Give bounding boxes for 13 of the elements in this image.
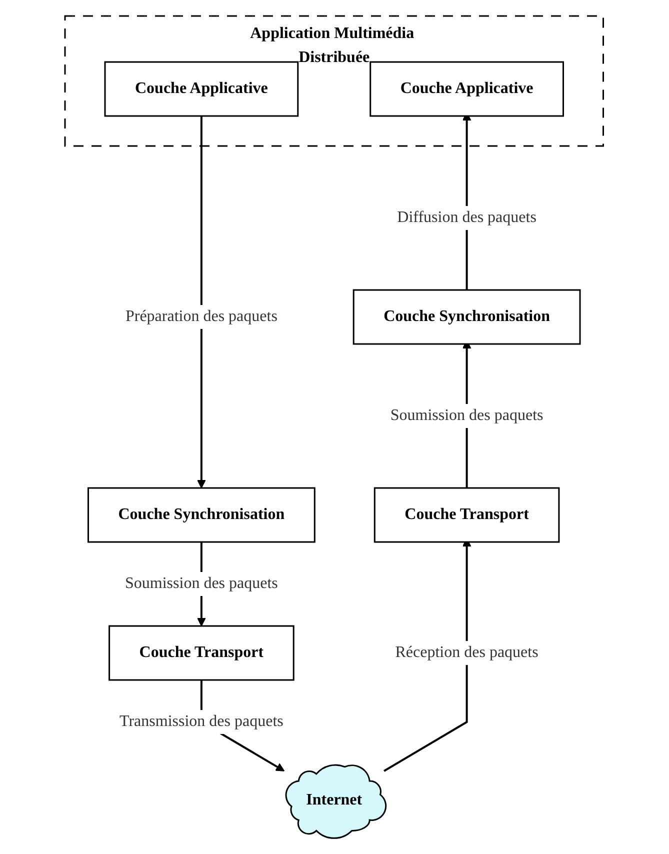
edge-label: Diffusion des paquets [398,208,537,226]
node-box: Couche Applicative [370,61,564,117]
node-box: Couche Synchronisation [353,289,582,345]
node-box: Couche Transport [108,625,295,681]
edge-label: Soumission des paquets [390,406,544,424]
arrow [197,116,206,488]
node-box: Couche Transport [374,487,560,543]
edge-label: Préparation des paquets [126,308,278,325]
edge-label: Réception des paquets [396,644,539,661]
edge-label: Transmission des paquets [120,712,284,730]
edge-label: Soumission des paquets [125,574,278,592]
node-box: Couche Applicative [104,61,300,117]
node-box: Couche Synchronisation [88,487,316,543]
